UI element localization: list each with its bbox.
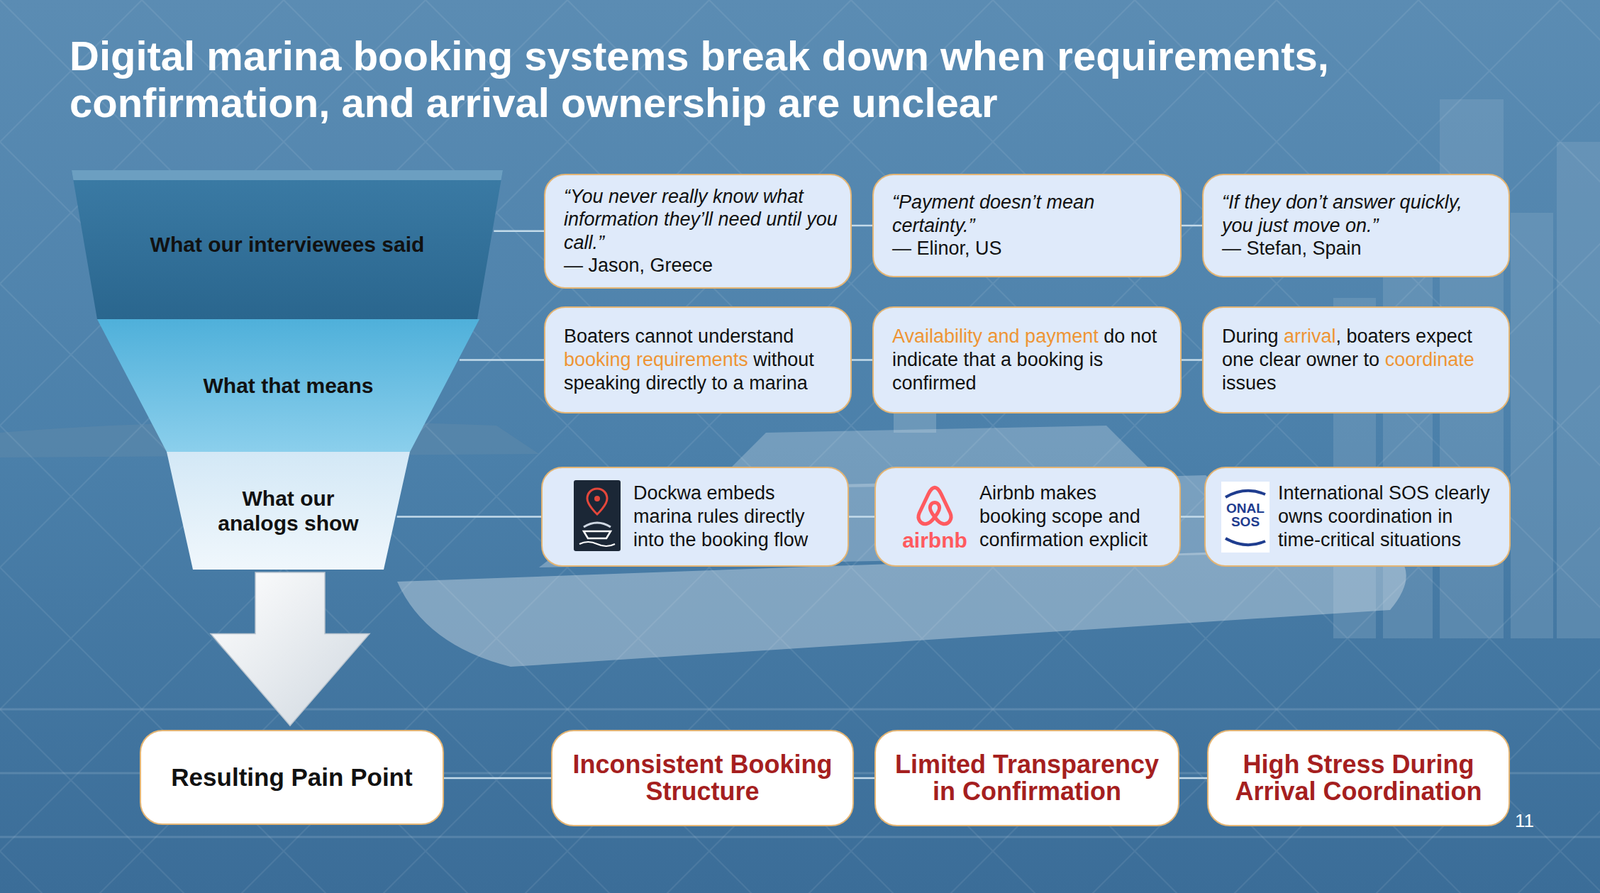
quote-box: “Payment doesn’t mean certainty.”— Elino… bbox=[872, 173, 1182, 278]
pain-heading-box: Resulting Pain Point bbox=[139, 729, 444, 825]
connector-line bbox=[1180, 515, 1205, 518]
page-number: 11 bbox=[1514, 809, 1535, 832]
band-trapezoid bbox=[166, 451, 410, 570]
highlight-text: arrival bbox=[1283, 325, 1337, 347]
band-label: What that means bbox=[202, 373, 374, 398]
pain-point-text: High Stress During Arrival Coordination bbox=[1222, 751, 1495, 805]
connector-line bbox=[1181, 224, 1203, 227]
connector-line bbox=[493, 230, 544, 233]
quote-attribution: — Elinor, US bbox=[892, 236, 1169, 260]
band-trapezoid bbox=[97, 319, 480, 452]
quote-box: “You never really know what information … bbox=[543, 173, 852, 289]
funnel-band: What that means bbox=[97, 319, 480, 452]
pain-point-box: High Stress During Arrival Coordination bbox=[1207, 729, 1510, 827]
pain-point-text: Inconsistent Booking Structure bbox=[566, 751, 839, 805]
quote-text: “You never really know what information … bbox=[563, 185, 840, 254]
sos-wordmark-line: SOS bbox=[1221, 514, 1270, 530]
connector-line bbox=[459, 358, 544, 361]
dockwa-icon bbox=[573, 480, 621, 552]
block-arrow bbox=[210, 572, 370, 726]
box-text: Availability and payment do not indicate… bbox=[892, 324, 1169, 396]
highlight-text: coordinate bbox=[1385, 348, 1475, 371]
sos-logo: ONALSOS bbox=[1221, 481, 1270, 553]
box-text: International SOS clearly owns coordinat… bbox=[1278, 481, 1498, 552]
highlight-text: booking requirements bbox=[563, 348, 749, 371]
band-top-lip bbox=[71, 170, 503, 181]
sos-wordmark-line: ONAL bbox=[1221, 501, 1270, 516]
quote-text: “Payment doesn’t mean certainty.” bbox=[892, 190, 1169, 237]
band-label: What our analogs show bbox=[217, 485, 360, 537]
insight-box: During arrival, boaters expect one clear… bbox=[1202, 306, 1510, 414]
funnel-band-shape bbox=[166, 451, 410, 570]
connector-line bbox=[853, 777, 875, 780]
connector-line bbox=[1179, 777, 1208, 780]
quote-box: “If they don’t answer quickly, you just … bbox=[1202, 173, 1510, 278]
pain-point-box: Limited Transparency in Confirmation bbox=[874, 729, 1180, 827]
funnel-band: What our analogs show bbox=[166, 451, 410, 570]
analog-box: International SOS clearly owns coordinat… bbox=[1204, 466, 1511, 567]
funnel-band: What our interviewees said bbox=[71, 170, 503, 320]
box-text: During arrival, boaters expect one clear… bbox=[1221, 324, 1498, 396]
connector-line bbox=[848, 515, 875, 518]
airbnb-belo bbox=[912, 482, 958, 529]
quote-attribution: — Jason, Greece bbox=[563, 253, 840, 277]
connector-line bbox=[443, 777, 552, 780]
band-trapezoid bbox=[71, 170, 503, 320]
insight-box: Availability and payment do not indicate… bbox=[872, 306, 1182, 414]
airbnb-logo: airbnb bbox=[898, 482, 971, 552]
box-text: Boaters cannot understand booking requir… bbox=[563, 324, 840, 396]
connector-line bbox=[1181, 358, 1203, 361]
analog-box: Dockwa embeds marina rules directly into… bbox=[541, 466, 849, 567]
box-text: Airbnb makes booking scope and confirmat… bbox=[979, 481, 1169, 552]
connector-line bbox=[851, 224, 873, 227]
slide-title: Digital marina booking systems break dow… bbox=[69, 32, 1552, 127]
airbnb-wordmark: airbnb bbox=[898, 529, 971, 552]
pain-point-text: Limited Transparency in Confirmation bbox=[890, 751, 1164, 805]
insight-box: Boaters cannot understand booking requir… bbox=[543, 306, 852, 414]
analog-box: Airbnb makes booking scope and confirmat… bbox=[874, 466, 1181, 567]
dockwa-logo bbox=[573, 480, 621, 554]
box-text: Dockwa embeds marina rules directly into… bbox=[633, 481, 837, 552]
sos-wordmark: ONALSOS bbox=[1221, 481, 1270, 530]
box-text: Resulting Pain Point bbox=[170, 763, 413, 792]
quote-attribution: — Stefan, Spain bbox=[1221, 236, 1498, 260]
band-label: What our interviewees said bbox=[150, 231, 425, 257]
connector-line bbox=[851, 358, 873, 361]
pain-point-box: Inconsistent Booking Structure bbox=[551, 729, 854, 827]
quote-text: “If they don’t answer quickly, you just … bbox=[1221, 190, 1498, 237]
connector-line bbox=[397, 515, 542, 518]
highlight-text: Availability and payment bbox=[892, 325, 1099, 347]
